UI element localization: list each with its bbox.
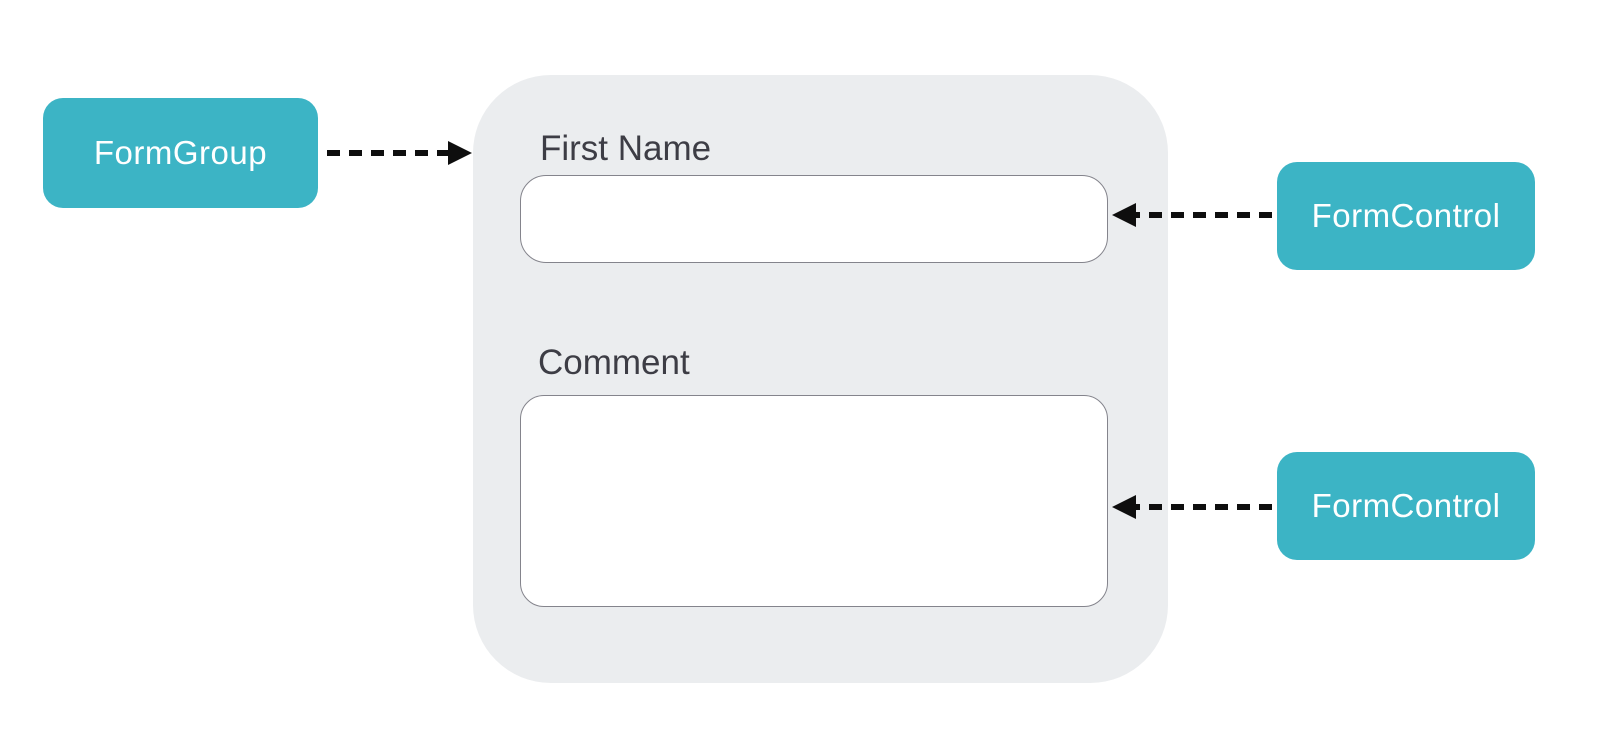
form-control-badge-comment-label: FormControl [1311, 487, 1501, 524]
form-group-badge: FormGroup [43, 98, 318, 208]
first-name-label: First Name [540, 129, 712, 168]
form-control-badge-comment: FormControl [1277, 452, 1535, 560]
dashed-arrow-formgroup-to-panel [327, 141, 472, 165]
form-control-badge-first-name: FormControl [1277, 162, 1535, 270]
comment-label: Comment [538, 343, 690, 382]
form-group-badge-label: FormGroup [93, 134, 268, 171]
first-name-input[interactable] [520, 175, 1108, 263]
form-control-badge-first-name-label: FormControl [1311, 197, 1501, 234]
comment-textarea[interactable] [520, 395, 1108, 607]
arrowhead-right-icon [448, 141, 472, 165]
